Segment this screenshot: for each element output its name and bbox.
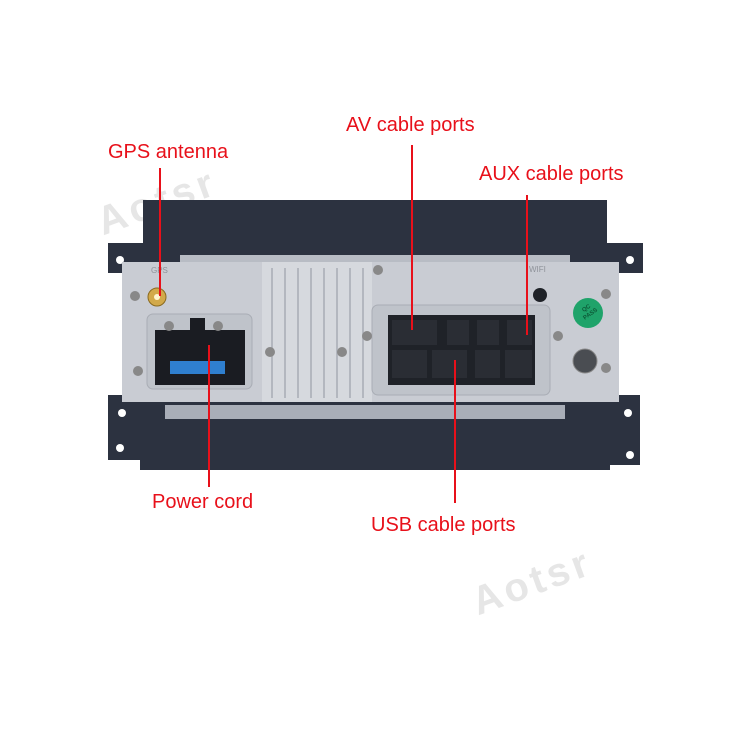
power-connector [155, 318, 245, 385]
power-cord-label: Power cord [152, 491, 254, 513]
aux-leader-line [526, 195, 528, 335]
gps-antenna-label: GPS antenna [108, 141, 229, 163]
power-leader-line [208, 345, 210, 487]
usb-ports-label: USB cable ports [371, 514, 516, 536]
ground-post [572, 348, 598, 374]
usb-leader-line [454, 360, 456, 503]
mounting-bracket [108, 200, 643, 470]
av-leader-line [411, 145, 413, 330]
gps-leader-line [159, 168, 161, 296]
aux-jack [533, 288, 547, 302]
screws [130, 265, 611, 376]
gps-connector [147, 287, 167, 307]
av-ports-label: AV cable ports [346, 114, 475, 136]
wifi-marking: WIFI [529, 265, 546, 274]
qc-pass-sticker [573, 298, 603, 328]
aux-ports-label: AUX cable ports [479, 163, 624, 185]
